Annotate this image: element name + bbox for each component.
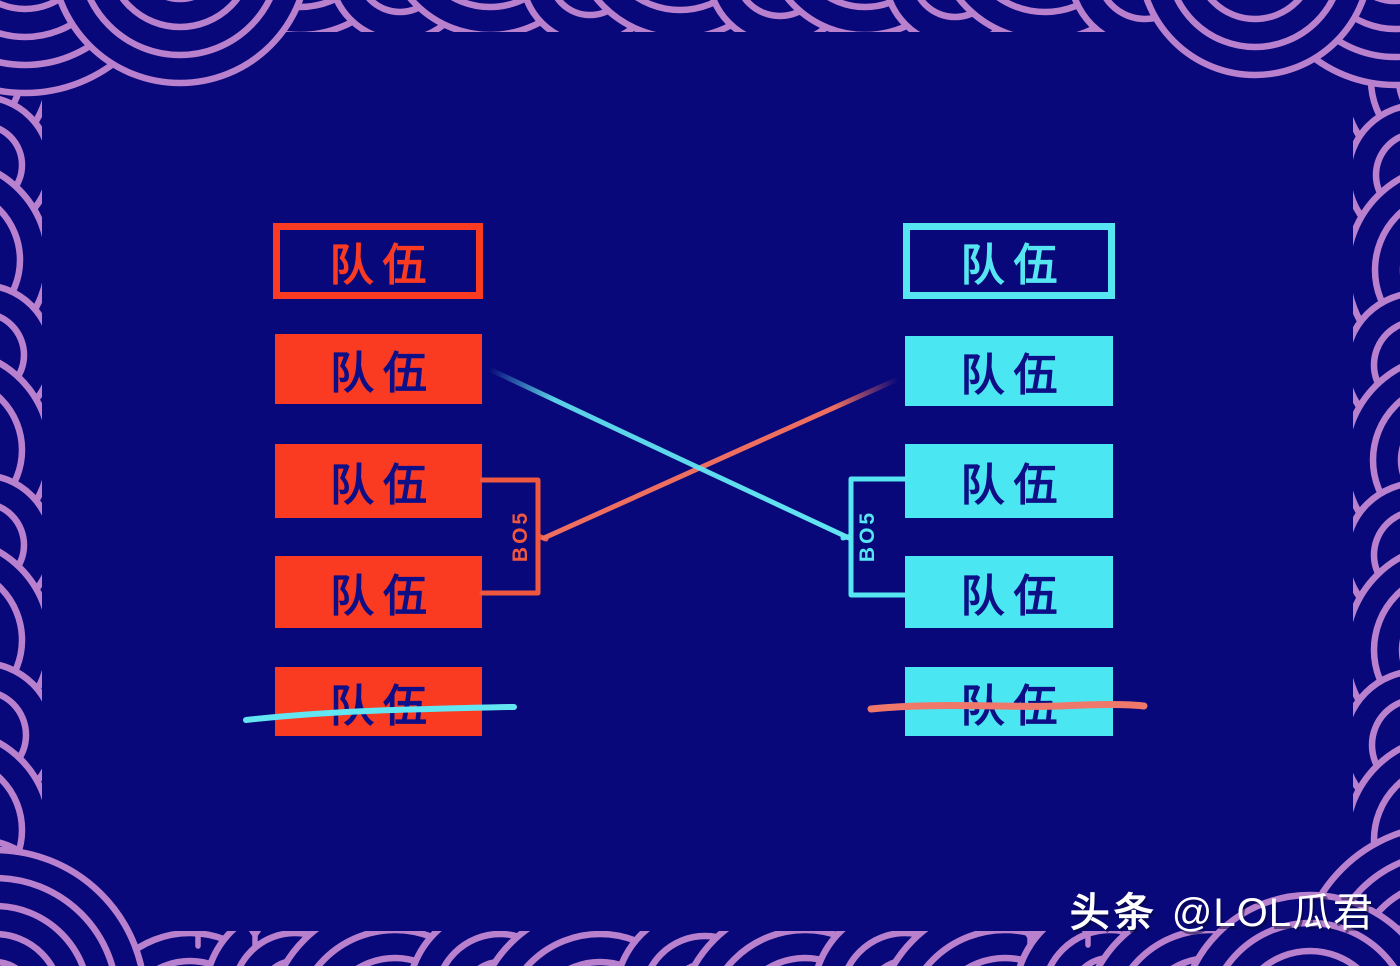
- wave-fan-ring: [1207, 0, 1303, 23]
- wave-fan-ring: [156, 957, 224, 966]
- left-team-3: 队伍: [275, 556, 482, 628]
- wave-fan-ring: [450, 0, 530, 11]
- wave-fan-ring: [634, 0, 726, 14]
- left-header-box: 队伍: [273, 223, 483, 299]
- left-elimination-strike: [243, 704, 517, 723]
- wave-fan-ring: [1222, 919, 1398, 966]
- right-team-1: 队伍: [905, 336, 1113, 406]
- right-team-3: 队伍: [905, 556, 1113, 628]
- wave-fan-ring: [0, 959, 19, 966]
- wave-fan-ring: [827, 0, 903, 11]
- right-header-box: 队伍: [903, 223, 1115, 299]
- inner-panel: [42, 32, 1353, 931]
- left-team-4-eliminated: 队伍: [275, 667, 482, 736]
- wave-fan-ring: [0, 930, 56, 966]
- left-match-format-label: BO5: [509, 509, 532, 563]
- wave-fan-ring: [1373, 0, 1400, 5]
- wave-fan-ring: [996, 0, 1094, 16]
- watermark-platform: 头条: [1069, 891, 1158, 935]
- wave-fan-ring: [0, 205, 24, 315]
- right-match-format-label: BO5: [856, 509, 879, 563]
- watermark-handle: @LOL瓜君: [1171, 891, 1374, 935]
- right-team-2: 队伍: [905, 444, 1113, 518]
- red-advance-line: [541, 376, 901, 541]
- wave-fan-ring: [1260, 947, 1360, 966]
- left-team-2: 队伍: [275, 444, 482, 518]
- wave-fan-ring: [119, 0, 241, 31]
- left-team-1: 队伍: [275, 334, 482, 404]
- wave-fan-ring: [1174, 0, 1336, 51]
- right-elimination-strike: [867, 701, 1148, 713]
- cyan-advance-line: [486, 366, 852, 541]
- wave-fan-ring: [0, 0, 64, 13]
- wave-fan-ring: [568, 958, 632, 966]
- watermark: 头条 @LOL瓜君: [1070, 880, 1374, 938]
